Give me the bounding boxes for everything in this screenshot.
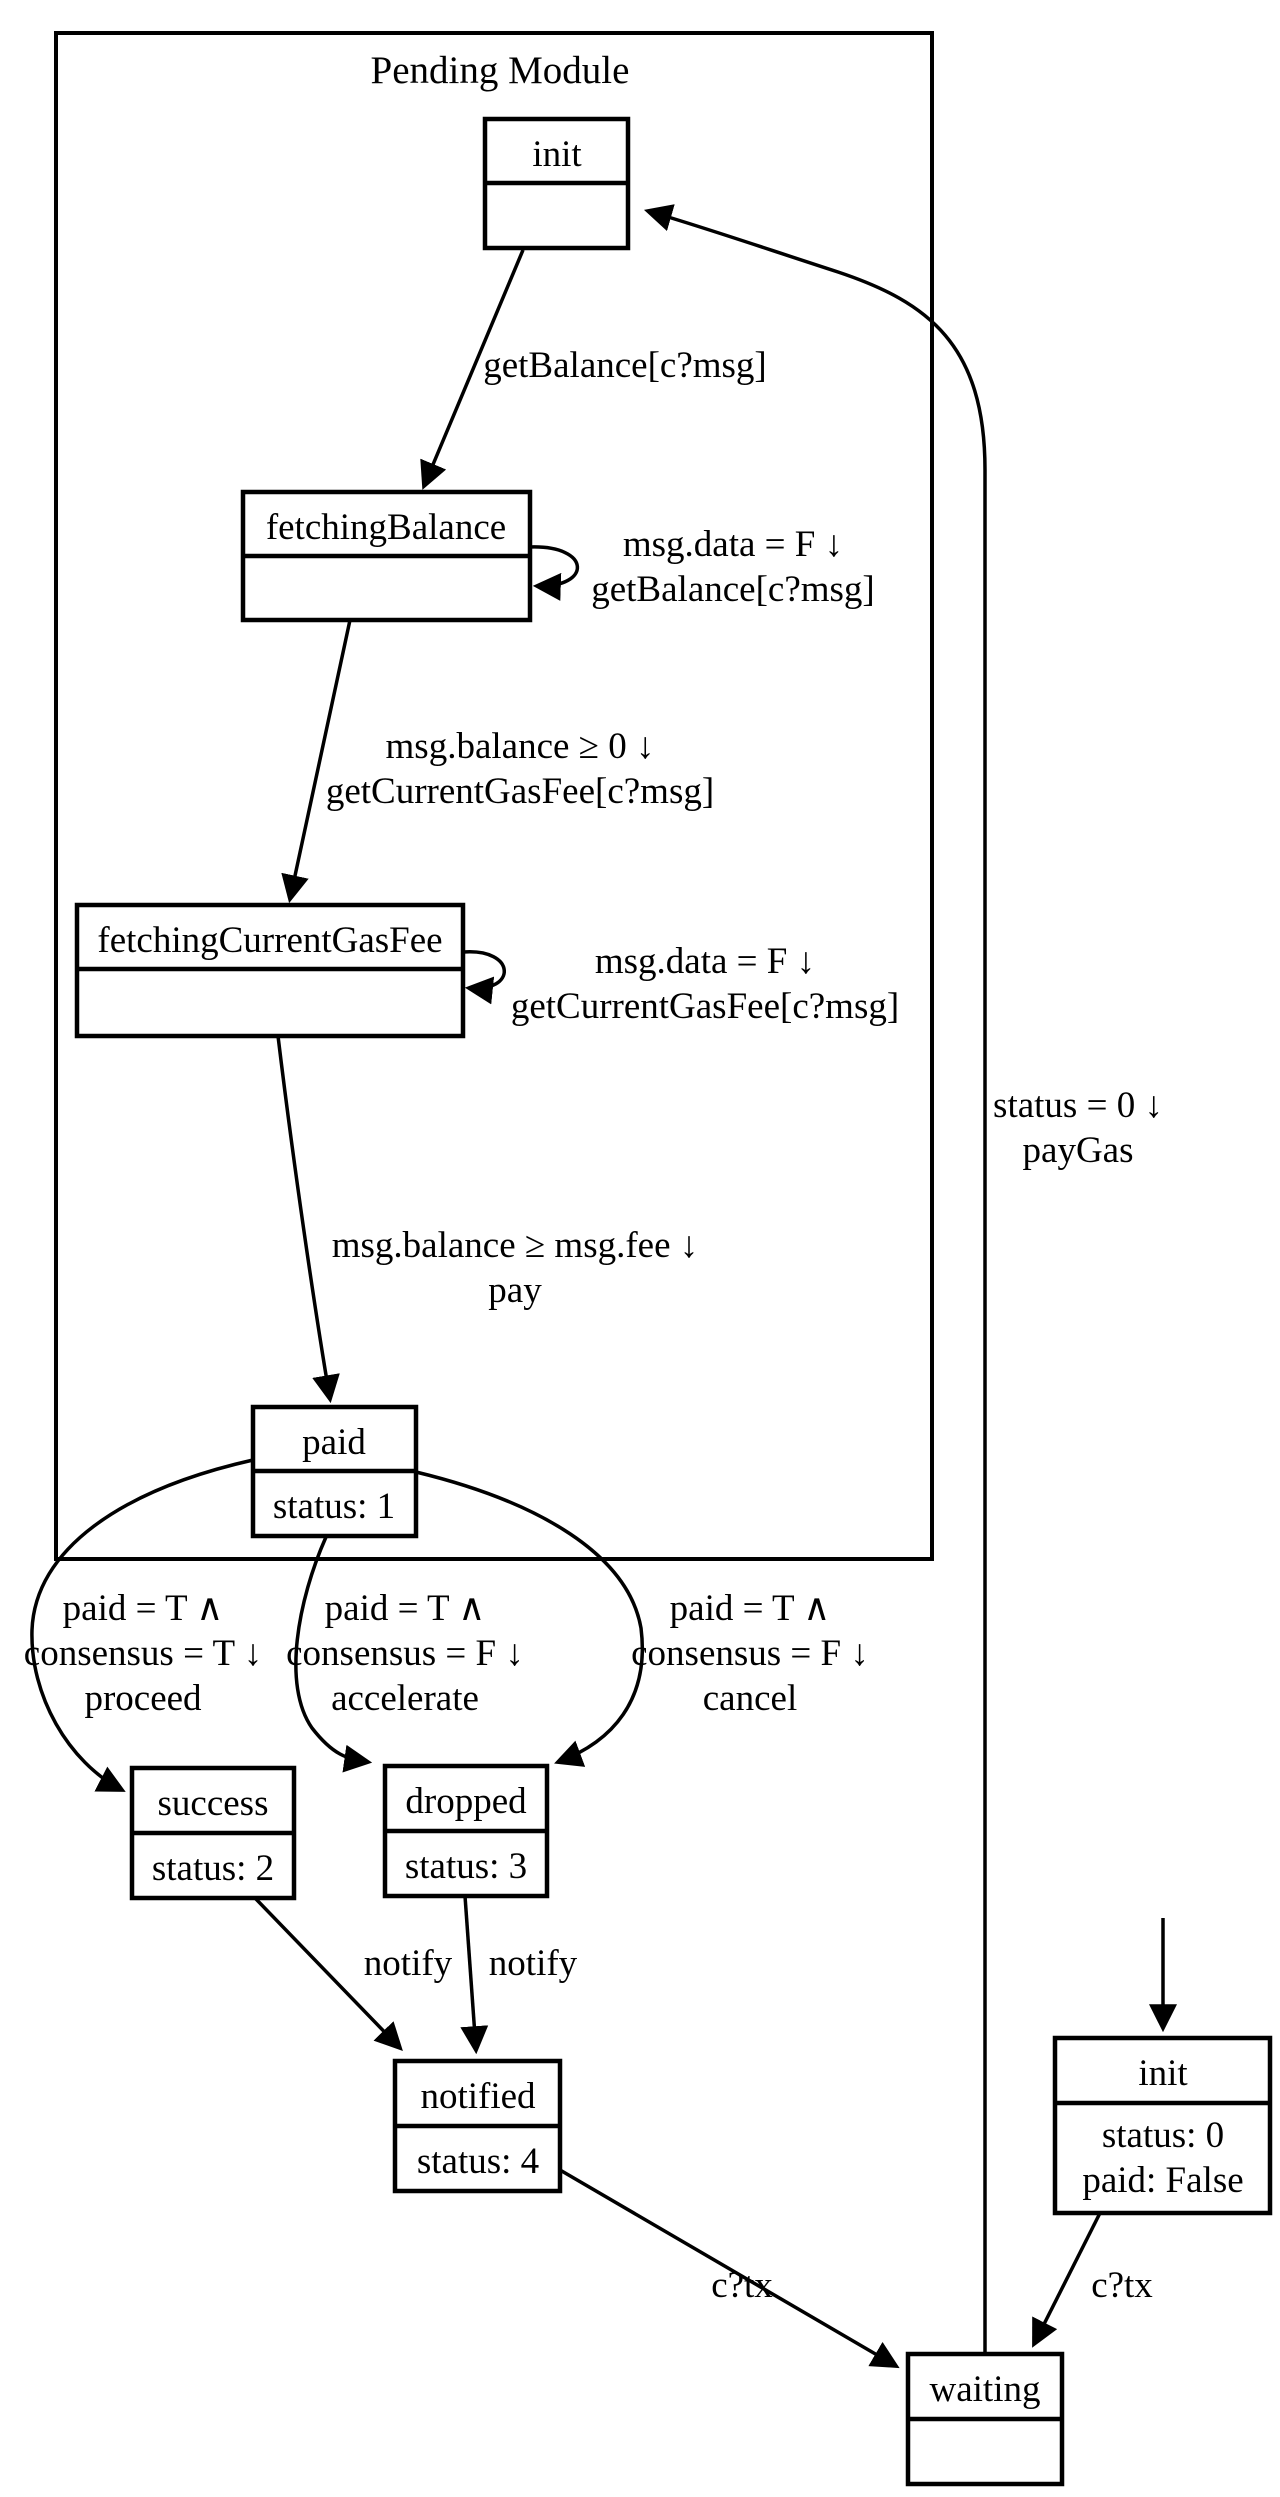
node-init-pending-title: init <box>532 134 582 175</box>
edge-label-pay-gas-1: status = 0 ↓ <box>993 1085 1163 1126</box>
node-init-outer-box <box>1052 2035 1273 2216</box>
edge-label-ctx-init: c?tx <box>1091 2265 1153 2306</box>
edge-label-cancel-1: paid = T ∧ <box>670 1588 831 1629</box>
node-success-field: status: 2 <box>152 1848 274 1889</box>
node-paid-title: paid <box>302 1422 366 1463</box>
edge-label-accelerate-1: paid = T ∧ <box>325 1588 486 1629</box>
edge-get-current-gas-fee <box>281 619 352 904</box>
edge-label-proceed-1: paid = T ∧ <box>63 1588 224 1629</box>
node-dropped-title: dropped <box>405 1781 527 1822</box>
edge-label-pay-1: msg.balance ≥ msg.fee ↓ <box>332 1225 699 1266</box>
edge-pay-gas <box>643 204 987 2354</box>
cluster-title: Pending Module <box>371 49 630 92</box>
node-success: success status: 2 <box>129 1765 297 1901</box>
edge-label-gf-loop-1: msg.data = F ↓ <box>595 941 815 982</box>
edge-fetching-gas-fee-loop <box>462 950 506 1005</box>
cluster-border <box>54 31 934 1561</box>
node-waiting-title: waiting <box>930 2369 1041 2410</box>
node-init-outer-field-paid: paid: False <box>1082 2160 1243 2201</box>
edge-proceed <box>30 1458 254 1792</box>
edge-label-pay-2: pay <box>488 1270 542 1311</box>
edge-label-fb-loop-1: msg.data = F ↓ <box>623 524 843 565</box>
edge-notify-success <box>253 1896 403 2052</box>
node-notified: notified status: 4 <box>392 2058 563 2194</box>
edge-label-gcgf-2: getCurrentGasFee[c?msg] <box>326 771 714 812</box>
node-dropped-field: status: 3 <box>405 1846 527 1887</box>
edge-fetching-balance-loop <box>529 545 580 601</box>
edge-get-balance <box>420 249 525 490</box>
edge-label-get-balance: getBalance[c?msg] <box>483 345 767 386</box>
edge-label-gcgf-1: msg.balance ≥ 0 ↓ <box>386 726 655 767</box>
edge-label-fb-loop-2: getBalance[c?msg] <box>591 569 875 610</box>
node-success-title: success <box>158 1783 269 1824</box>
edge-label-gf-loop-2: getCurrentGasFee[c?msg] <box>511 986 899 1027</box>
node-init-pending: init <box>482 116 631 251</box>
node-paid: paid status: 1 <box>250 1404 419 1539</box>
node-init-outer-field-status: status: 0 <box>1102 2115 1224 2156</box>
edge-label-notify-dropped: notify <box>489 1943 578 1984</box>
edge-pay <box>276 1035 340 1404</box>
edge-ctx-notified <box>559 2168 900 2369</box>
node-fetching-current-gas-fee-title: fetchingCurrentGasFee <box>97 920 442 961</box>
edge-label-proceed-3: proceed <box>84 1678 202 1719</box>
edge-label-accelerate-2: consensus = F ↓ <box>286 1633 524 1674</box>
edge-label-notify-success: notify <box>364 1943 453 1984</box>
edge-notify-dropped <box>460 1895 489 2055</box>
node-dropped: dropped status: 3 <box>382 1763 550 1899</box>
cluster-pending-module: Pending Module <box>54 31 934 1561</box>
node-notified-title: notified <box>420 2076 536 2117</box>
edge-cancel <box>415 1470 644 1767</box>
node-fetching-balance-title: fetchingBalance <box>266 507 506 548</box>
edge-ctx-init <box>1032 2212 1102 2348</box>
edge-label-proceed-2: consensus = T ↓ <box>24 1633 262 1674</box>
node-paid-field: status: 1 <box>273 1486 395 1527</box>
edge-label-pay-gas-2: payGas <box>1023 1130 1134 1171</box>
edge-label-ctx-notified: c?tx <box>711 2265 773 2306</box>
node-fetching-current-gas-fee: fetchingCurrentGasFee <box>74 902 466 1039</box>
edge-label-accelerate-3: accelerate <box>331 1678 479 1719</box>
node-fetching-balance: fetchingBalance <box>240 489 533 623</box>
node-waiting: waiting <box>905 2351 1065 2487</box>
edge-accelerate <box>294 1536 373 1773</box>
edge-label-cancel-2: consensus = F ↓ <box>631 1633 869 1674</box>
node-init-outer-title: init <box>1138 2053 1188 2094</box>
node-init-outer: init status: 0 paid: False <box>1052 2035 1273 2216</box>
node-notified-field: status: 4 <box>417 2141 539 2182</box>
edge-label-cancel-3: cancel <box>703 1678 797 1719</box>
